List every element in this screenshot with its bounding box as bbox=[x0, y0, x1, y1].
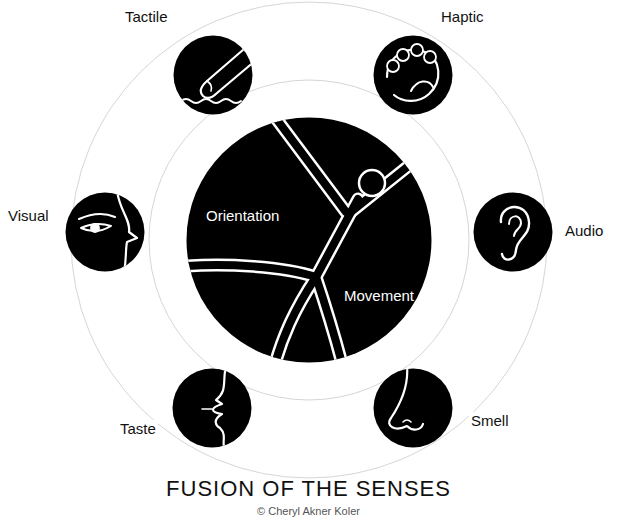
icon-stroke bbox=[207, 81, 212, 91]
icon-stroke bbox=[389, 368, 423, 430]
icon-stroke bbox=[213, 368, 226, 448]
icon-dot bbox=[387, 60, 399, 72]
figure-limb-core bbox=[266, 117, 346, 212]
black-disc bbox=[173, 369, 252, 448]
sense-label: Tactile bbox=[123, 8, 170, 26]
sense-label: Visual bbox=[6, 207, 51, 225]
figure-head bbox=[359, 170, 385, 196]
figure-limb-core bbox=[316, 199, 358, 277]
inner-ring bbox=[149, 80, 469, 400]
icon-stroke bbox=[509, 216, 521, 236]
circle-shape bbox=[173, 35, 253, 115]
icon-stroke bbox=[387, 50, 438, 101]
sense-icon bbox=[202, 368, 226, 448]
circle-shape bbox=[373, 368, 453, 448]
sense-circle: Audio bbox=[473, 192, 553, 272]
sense-label: Audio bbox=[563, 222, 605, 240]
black-disc bbox=[374, 369, 453, 448]
center-circle: OrientationMovement bbox=[186, 117, 432, 363]
figure-limb-core bbox=[351, 139, 432, 212]
figure-limb-core bbox=[316, 277, 346, 363]
icon-dot bbox=[91, 224, 99, 232]
icon-dot bbox=[397, 49, 409, 61]
diagram-title: FUSION OF THE SENSES bbox=[0, 476, 617, 502]
sense-circle: Visual bbox=[65, 192, 145, 272]
circle-shape bbox=[65, 192, 145, 272]
sense-icon bbox=[79, 192, 137, 272]
figure-limb bbox=[316, 277, 346, 363]
circle-shape bbox=[473, 192, 553, 272]
sense-label: Haptic bbox=[439, 8, 486, 26]
icon-stroke bbox=[117, 192, 137, 272]
sense-circle: Haptic bbox=[373, 35, 453, 115]
icon-stroke bbox=[403, 420, 411, 422]
center-label: Orientation bbox=[206, 207, 279, 225]
sense-circle: Taste bbox=[172, 368, 252, 448]
figure-limb-core bbox=[186, 265, 316, 277]
sense-icon bbox=[501, 207, 529, 260]
icon-stroke bbox=[201, 43, 253, 98]
center-label: Movement bbox=[344, 287, 414, 305]
sense-label: Taste bbox=[118, 420, 158, 438]
figure-limb bbox=[186, 265, 316, 277]
sense-label: Smell bbox=[469, 412, 511, 430]
icon-stroke bbox=[81, 224, 111, 231]
icon-stroke bbox=[411, 81, 433, 91]
copyright-caption: © Cheryl Akner Koler bbox=[0, 505, 617, 517]
figure-limb bbox=[316, 199, 358, 277]
icon-stroke bbox=[79, 214, 115, 219]
sense-icon bbox=[186, 117, 432, 363]
black-disc bbox=[474, 193, 553, 272]
icon-dot bbox=[411, 44, 423, 56]
black-disc bbox=[374, 36, 453, 115]
icon-stroke bbox=[181, 99, 241, 103]
figure-limb-core bbox=[271, 277, 316, 363]
circle-shape bbox=[373, 35, 453, 115]
circle-shape bbox=[186, 117, 432, 363]
sense-icon bbox=[181, 43, 253, 103]
icon-dot bbox=[424, 51, 436, 63]
sense-circle: Tactile bbox=[173, 35, 253, 115]
black-disc bbox=[66, 193, 145, 272]
sense-circle: Smell bbox=[373, 368, 453, 448]
icon-stroke bbox=[501, 207, 529, 260]
sense-icon bbox=[387, 44, 438, 101]
circle-shape bbox=[172, 368, 252, 448]
sense-icon bbox=[389, 368, 423, 430]
figure-limb bbox=[351, 139, 432, 212]
figure-limb bbox=[266, 117, 346, 212]
figure-limb bbox=[271, 277, 316, 363]
icon-stroke bbox=[202, 408, 212, 410]
